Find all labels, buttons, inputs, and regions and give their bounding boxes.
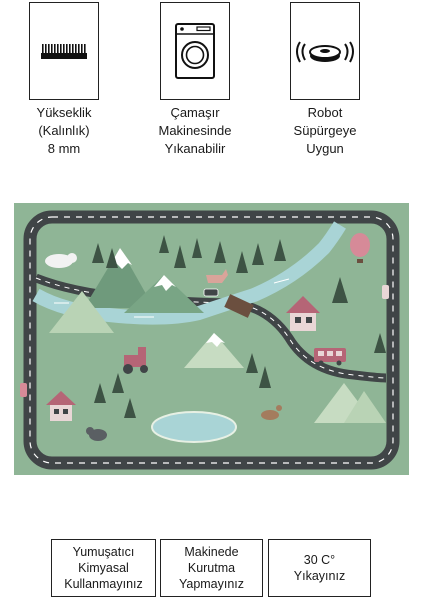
trees bbox=[92, 235, 386, 418]
polar-bear bbox=[45, 253, 77, 268]
cars bbox=[20, 285, 389, 397]
feature-box-robot bbox=[290, 2, 360, 100]
deer bbox=[261, 405, 282, 420]
fox bbox=[206, 269, 228, 283]
care-box-dryer: Makinede Kurutma Yapmayınız bbox=[160, 539, 263, 597]
feature-label-washing: Çamaşır Makinesinde Yıkanabilir bbox=[158, 105, 232, 156]
house-right bbox=[286, 296, 320, 331]
tractor bbox=[123, 347, 148, 374]
play-rug-illustration bbox=[14, 203, 409, 475]
raccoon bbox=[86, 427, 107, 441]
pile-height-icon bbox=[41, 44, 87, 59]
lake bbox=[151, 411, 237, 443]
care-box-softener: Yumuşatıcı Kimyasal Kullanmayınız bbox=[51, 539, 156, 597]
mountains bbox=[49, 248, 386, 423]
bus bbox=[314, 348, 346, 366]
house-left bbox=[46, 391, 76, 421]
care-box-wash-temp: 30 C° Yıkayınız bbox=[268, 539, 371, 597]
hot-air-balloon bbox=[350, 233, 370, 263]
robot-vacuum-icon bbox=[296, 41, 354, 63]
feature-box-height bbox=[29, 2, 99, 100]
river bbox=[32, 221, 346, 325]
feature-box-washing bbox=[160, 2, 230, 100]
feature-label-height: Yükseklik (Kalınlık) 8 mm bbox=[36, 105, 92, 156]
feature-label-robot: Robot Süpürgeye Uygun bbox=[293, 105, 357, 156]
washing-machine-icon bbox=[175, 23, 215, 79]
bridge bbox=[224, 294, 254, 318]
